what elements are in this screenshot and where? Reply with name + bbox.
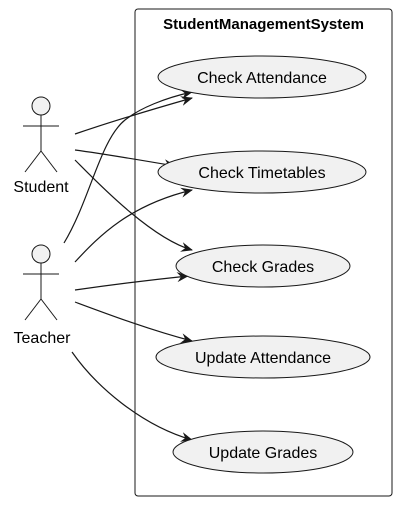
edge-student-check-timetables (74, 149, 176, 170)
use-case-check-timetables: Check Timetables (157, 150, 367, 194)
student-stick-figure-icon (23, 96, 59, 173)
edge-teacher-update-attendance (74, 301, 193, 344)
use-case-check-grades-label: Check Grades (212, 259, 314, 276)
use-case-check-attendance-label: Check Attendance (197, 70, 327, 87)
use-case-update-attendance: Update Attendance (155, 335, 371, 379)
teacher-stick-figure-icon (23, 244, 59, 321)
use-case-check-grades: Check Grades (175, 244, 351, 288)
associations (63, 89, 193, 442)
edge-teacher-check-attendance (63, 89, 193, 244)
use-case-check-attendance: Check Attendance (157, 55, 367, 99)
actor-student-label: Student (13, 179, 69, 196)
system-title: StudentManagementSystem (163, 16, 364, 33)
edge-teacher-update-grades (71, 351, 193, 442)
actor-teacher: Teacher (14, 244, 72, 347)
edge-student-check-grades (74, 159, 193, 252)
edge-teacher-check-grades (74, 272, 189, 291)
actor-student: Student (13, 96, 69, 196)
actor-teacher-label: Teacher (14, 330, 72, 347)
use-case-update-grades: Update Grades (172, 430, 354, 474)
use-case-update-grades-label: Update Grades (209, 445, 318, 462)
edge-teacher-check-timetables (74, 187, 193, 263)
use-case-update-attendance-label: Update Attendance (195, 350, 331, 367)
use-case-check-timetables-label: Check Timetables (198, 165, 325, 182)
